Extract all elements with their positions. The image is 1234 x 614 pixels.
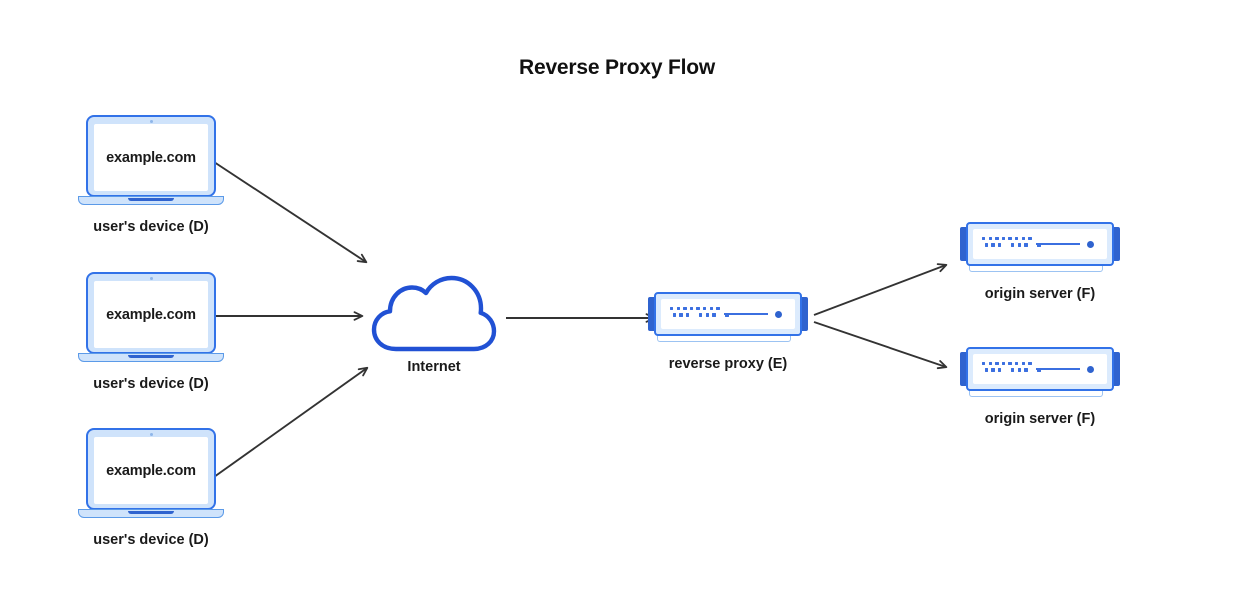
server-ear-right <box>798 297 808 331</box>
node-user-device-3[interactable]: example.com user's device (D) <box>78 428 224 548</box>
server-body <box>654 292 802 336</box>
server-dot-matrix-icon <box>982 237 1042 253</box>
server-body <box>966 222 1114 266</box>
node-label-user-device-2: user's device (D) <box>93 376 209 392</box>
laptop-trackpad <box>128 354 174 358</box>
server-line <box>1036 243 1080 245</box>
node-internet[interactable]: Internet <box>369 275 499 375</box>
server-ear-left <box>960 227 970 261</box>
laptop-lid: example.com <box>86 272 216 354</box>
server-panel <box>973 354 1107 384</box>
node-label-user-device-3: user's device (D) <box>93 532 209 548</box>
node-label-origin-server-1: origin server (F) <box>984 286 1096 302</box>
server-panel <box>973 229 1107 259</box>
cloud-icon <box>369 275 499 355</box>
laptop-lid: example.com <box>86 428 216 510</box>
node-label-origin-server-2: origin server (F) <box>984 411 1096 427</box>
laptop-screen: example.com <box>94 281 208 348</box>
laptop-trackpad <box>128 510 174 514</box>
laptop-icon: example.com <box>78 428 224 524</box>
server-ear-right <box>1110 227 1120 261</box>
server-led-icon <box>1087 240 1094 248</box>
node-origin-server-1[interactable]: origin server (F) <box>960 220 1120 302</box>
server-line <box>724 313 768 315</box>
node-label-reverse-proxy: reverse proxy (E) <box>668 356 788 372</box>
server-icon <box>648 290 808 348</box>
laptop-screen-text: example.com <box>106 462 196 479</box>
server-panel <box>661 299 795 329</box>
laptop-trackpad <box>128 197 174 201</box>
connector-proxy-to-origin2 <box>813 321 948 370</box>
server-icon <box>960 220 1120 278</box>
laptop-camera-icon <box>149 433 153 436</box>
connector-client1-to-internet <box>210 159 368 264</box>
node-user-device-1[interactable]: example.com user's device (D) <box>78 115 224 235</box>
server-ear-left <box>648 297 658 331</box>
connector-proxy-to-origin1 <box>813 263 948 316</box>
node-label-user-device-1: user's device (D) <box>93 219 209 235</box>
laptop-screen-text: example.com <box>106 306 196 323</box>
server-icon <box>960 345 1120 403</box>
node-origin-server-2[interactable]: origin server (F) <box>960 345 1120 427</box>
laptop-camera-icon <box>149 120 153 123</box>
server-led-icon <box>1087 365 1094 373</box>
laptop-screen-text: example.com <box>106 149 196 166</box>
page-title: Reverse Proxy Flow <box>519 56 715 79</box>
node-label-internet: Internet <box>407 359 461 375</box>
node-reverse-proxy[interactable]: reverse proxy (E) <box>648 290 808 372</box>
laptop-screen: example.com <box>94 124 208 191</box>
server-dot-matrix-icon <box>982 362 1042 378</box>
server-line <box>1036 368 1080 370</box>
server-ear-right <box>1110 352 1120 386</box>
laptop-icon: example.com <box>78 272 224 368</box>
server-ear-left <box>960 352 970 386</box>
server-led-icon <box>775 310 782 318</box>
node-user-device-2[interactable]: example.com user's device (D) <box>78 272 224 392</box>
server-body <box>966 347 1114 391</box>
laptop-screen: example.com <box>94 437 208 504</box>
laptop-icon: example.com <box>78 115 224 211</box>
laptop-camera-icon <box>149 277 153 280</box>
server-dot-matrix-icon <box>670 307 730 323</box>
connector-client3-to-internet <box>213 366 369 478</box>
laptop-lid: example.com <box>86 115 216 197</box>
